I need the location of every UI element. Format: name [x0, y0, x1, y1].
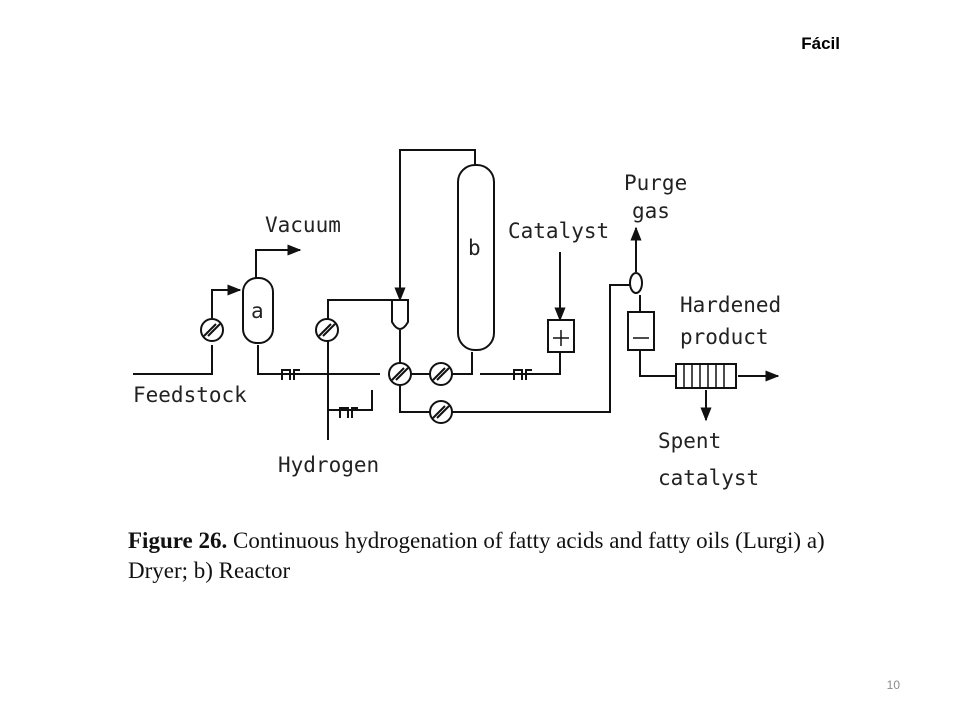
flash-vessel — [629, 272, 643, 294]
feed-heater — [200, 318, 224, 342]
figure-caption: Figure 26. Continuous hydrogenation of f… — [128, 526, 848, 586]
feed-pump — [281, 369, 300, 380]
product-mixer — [627, 311, 655, 351]
dryer-vessel — [242, 277, 274, 344]
figure-number: Figure 26. — [128, 528, 228, 553]
catalyst-pump — [513, 369, 532, 380]
cooler-to-separator-line — [452, 284, 632, 413]
catalyst-label: Catalyst — [508, 219, 609, 243]
hydrogen-line — [327, 299, 395, 440]
reactor-vessel — [457, 164, 495, 351]
catalyst-out-label: catalyst — [658, 466, 759, 490]
figure-caption-text: Continuous hydrogenation of fatty acids … — [128, 528, 825, 583]
hardened-label: Hardened — [680, 293, 781, 317]
hydrogen-label: Hydrogen — [278, 453, 379, 477]
slide-tag: Fácil — [801, 34, 840, 53]
vessel-b-letter: b — [468, 236, 481, 260]
reactor-to-mixer-line — [480, 350, 561, 375]
dryer-outlet-line — [257, 345, 380, 375]
vessel-a-letter: a — [251, 299, 264, 323]
gas-separator — [391, 299, 409, 330]
feedstock-line — [133, 345, 213, 375]
feed-exchanger — [388, 362, 412, 386]
gas-label: gas — [632, 199, 670, 223]
hydrogen-heater — [315, 318, 339, 342]
product-cooler — [429, 400, 453, 424]
hydrogen-compressor — [339, 407, 358, 418]
vacuum-label: Vacuum — [265, 213, 341, 237]
reactor-heater — [429, 362, 453, 386]
purge-label: Purge — [624, 171, 687, 195]
page-number: 10 — [886, 678, 900, 692]
reactor-recycle-line — [394, 149, 476, 302]
feed-to-dryer-line — [211, 284, 242, 318]
catalyst-mixer — [547, 319, 575, 353]
vacuum-line — [255, 244, 302, 278]
spent-label: Spent — [658, 429, 721, 453]
feedstock-label: Feedstock — [133, 383, 247, 407]
product-label: product — [680, 325, 769, 349]
hydrogen-branch-line — [328, 390, 373, 411]
filter-feed-line — [639, 350, 676, 377]
cooler-loop-line — [399, 384, 430, 413]
filter-unit — [675, 363, 737, 389]
